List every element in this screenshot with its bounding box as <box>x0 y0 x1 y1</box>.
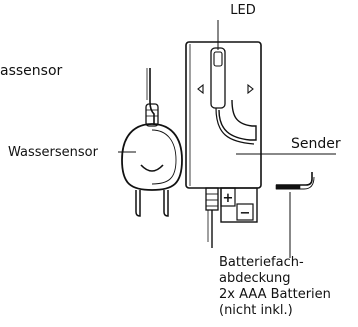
battery-cover-outline <box>276 172 313 186</box>
led-button-slot <box>210 47 226 109</box>
led-label: LED <box>230 3 255 18</box>
transmitter-cable-boot <box>205 187 219 211</box>
battery-cover-ridge <box>275 184 301 190</box>
battery-cover-label-line4: (nicht inkl.) <box>219 303 293 318</box>
led-indicator <box>213 51 223 67</box>
sensor-strain-relief <box>145 103 159 127</box>
transmitter-curved-window <box>218 99 257 141</box>
arrow-right-icon <box>247 83 254 95</box>
transmitter-housing <box>185 41 262 189</box>
arrow-left-icon <box>197 83 204 95</box>
battery-minus-sign: − <box>240 206 251 221</box>
leader-lines <box>118 20 336 258</box>
battery-cover-label-line1: Batteriefach- <box>219 255 304 270</box>
battery-minus-contact <box>236 203 254 221</box>
battery-cover-label-line3: 2x AAA Batterien <box>219 287 331 302</box>
transmitter-label: Sender <box>291 136 341 152</box>
battery-cover <box>275 172 315 190</box>
sensor-cable <box>149 68 155 124</box>
water-sensor-probe <box>121 68 183 217</box>
battery-cover-label-line2: abdeckung <box>219 271 290 286</box>
water-sensor-label: Wassersensor <box>8 145 99 160</box>
sensor-prong-right <box>163 190 169 217</box>
sensor-body <box>121 123 183 191</box>
sensor-smile-mark <box>140 164 164 172</box>
battery-plus-contact <box>220 187 236 207</box>
battery-plus-sign: + <box>223 191 234 206</box>
sensor-prong-left <box>135 190 141 217</box>
top-left-label-fragment: assensor <box>0 63 63 79</box>
transmitter-unit <box>185 41 262 248</box>
